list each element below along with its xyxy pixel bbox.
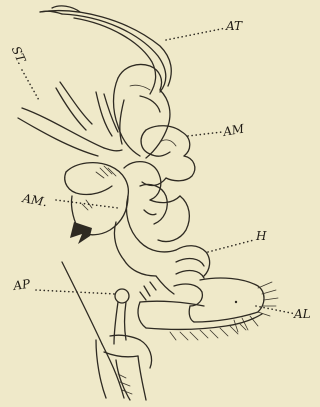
label-am-right: AM: [221, 121, 246, 139]
left-am-lobe: [65, 163, 129, 244]
label-h: H: [255, 229, 267, 243]
leader-lines: [22, 28, 296, 314]
antenna-strands: [40, 6, 171, 94]
label-st: ST.: [9, 44, 29, 66]
label-al: AL: [293, 307, 311, 321]
stylet-branches: [18, 82, 124, 156]
al-lobe: [189, 278, 278, 332]
label-ap: AP: [11, 277, 31, 293]
labels: AT ST. AM AM. H AP AL: [9, 19, 311, 321]
label-am-left: AM.: [20, 191, 48, 209]
leg: [62, 262, 152, 400]
label-at: AT: [225, 19, 243, 33]
